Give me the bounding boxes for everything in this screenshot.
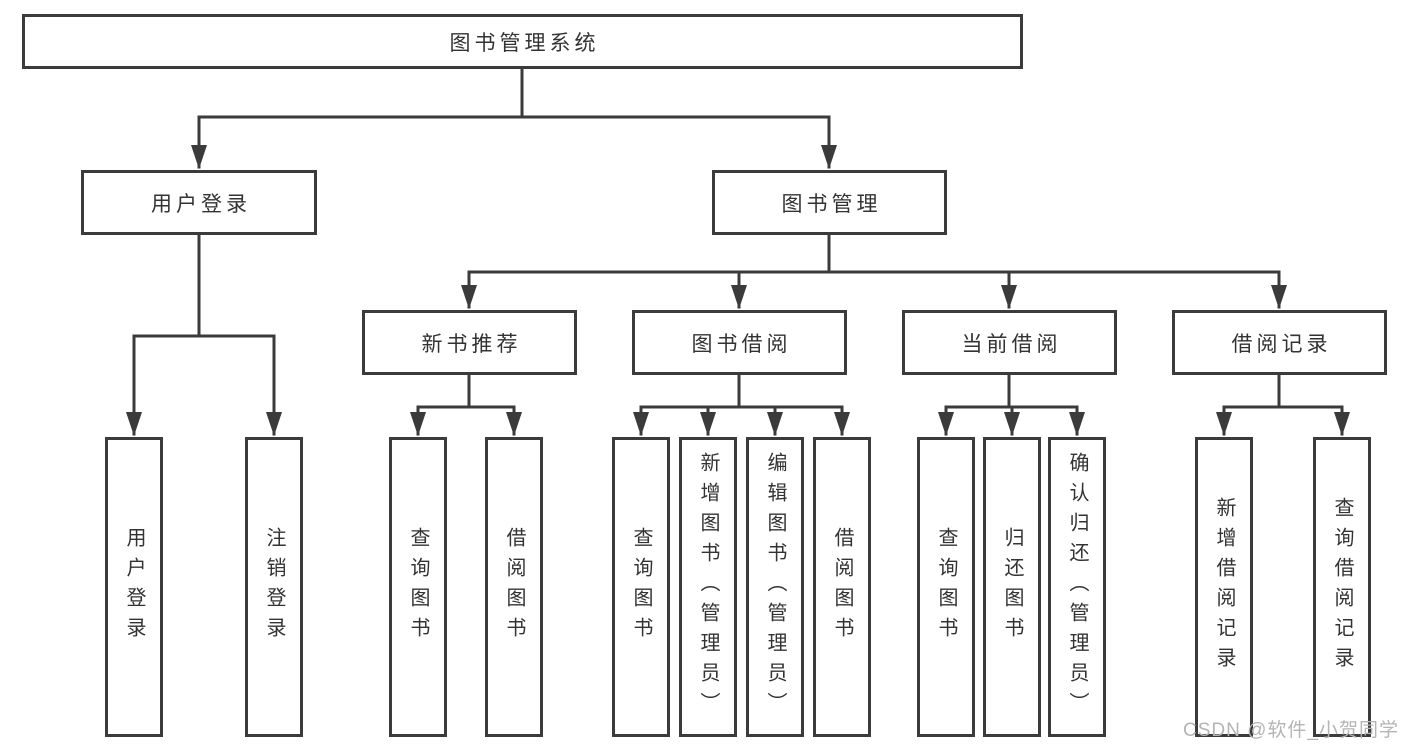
node-leaf-edit-book-admin: 编辑图书（管理员） xyxy=(746,437,804,737)
node-label: 图书借阅 xyxy=(691,332,792,356)
node-leaf-query-books-borrow: 查询图书 xyxy=(612,437,670,737)
node-leaf-borrow-books: 借阅图书 xyxy=(813,437,871,737)
node-book-borrow: 图书借阅 xyxy=(632,310,847,375)
node-leaf-confirm-return-admin: 确认归还（管理员） xyxy=(1048,437,1106,737)
node-leaf-user-login: 用户登录 xyxy=(105,437,163,737)
node-label: 用户登录 xyxy=(151,192,251,216)
node-user-login: 用户登录 xyxy=(81,170,317,235)
node-leaf-query-borrow-record: 查询借阅记录 xyxy=(1313,437,1371,737)
node-leaf-borrow-books-recommend: 借阅图书 xyxy=(485,437,543,737)
node-label: 图书管理 xyxy=(781,192,882,216)
connector-book-borrow-to-leaves xyxy=(633,373,850,436)
node-label: 当前借阅 xyxy=(961,332,1062,356)
node-label: 查询图书 xyxy=(407,527,429,647)
node-current-borrow: 当前借阅 xyxy=(902,310,1117,375)
node-leaf-add-borrow-record: 新增借阅记录 xyxy=(1195,437,1253,737)
node-label: 新增图书（管理员） xyxy=(697,452,719,722)
node-leaf-query-books-recommend: 查询图书 xyxy=(389,437,447,737)
node-label: 查询借阅记录 xyxy=(1331,497,1353,677)
node-label: 新增借阅记录 xyxy=(1213,497,1235,677)
node-label: 借阅图书 xyxy=(831,527,853,647)
connector-borrow-records-to-leaves xyxy=(1216,373,1350,436)
node-leaf-add-book-admin: 新增图书（管理员） xyxy=(679,437,737,737)
connector-user-login-to-leaves xyxy=(126,233,282,436)
node-label: 借阅图书 xyxy=(503,527,525,647)
node-label: 查询图书 xyxy=(630,527,652,647)
connector-current-borrow-to-leaves xyxy=(938,373,1085,436)
connector-book-management-to-level3 xyxy=(461,233,1287,309)
node-label: 查询图书 xyxy=(935,527,957,647)
connector-new-book-recommend-to-leaves xyxy=(410,373,522,436)
node-label: 用户登录 xyxy=(123,527,145,647)
node-leaf-logout: 注销登录 xyxy=(245,437,303,737)
node-label: 确认归还（管理员） xyxy=(1066,452,1088,722)
node-label: 新书推荐 xyxy=(421,332,522,356)
watermark: CSDN @软件_小贺同学 xyxy=(1183,720,1399,741)
node-new-book-recommend: 新书推荐 xyxy=(362,310,577,375)
node-leaf-query-books-current: 查询图书 xyxy=(917,437,975,737)
node-label: 借阅记录 xyxy=(1231,332,1332,356)
node-book-management: 图书管理 xyxy=(712,170,947,235)
node-label: 归还图书 xyxy=(1001,527,1023,647)
node-leaf-return-book: 归还图书 xyxy=(983,437,1041,737)
node-label: 图书管理系统 xyxy=(449,31,600,55)
node-label: 注销登录 xyxy=(263,527,285,647)
node-label: 编辑图书（管理员） xyxy=(764,452,786,722)
node-borrow-records: 借阅记录 xyxy=(1172,310,1387,375)
connector-root-to-level2 xyxy=(191,67,837,169)
node-root: 图书管理系统 xyxy=(22,14,1023,69)
